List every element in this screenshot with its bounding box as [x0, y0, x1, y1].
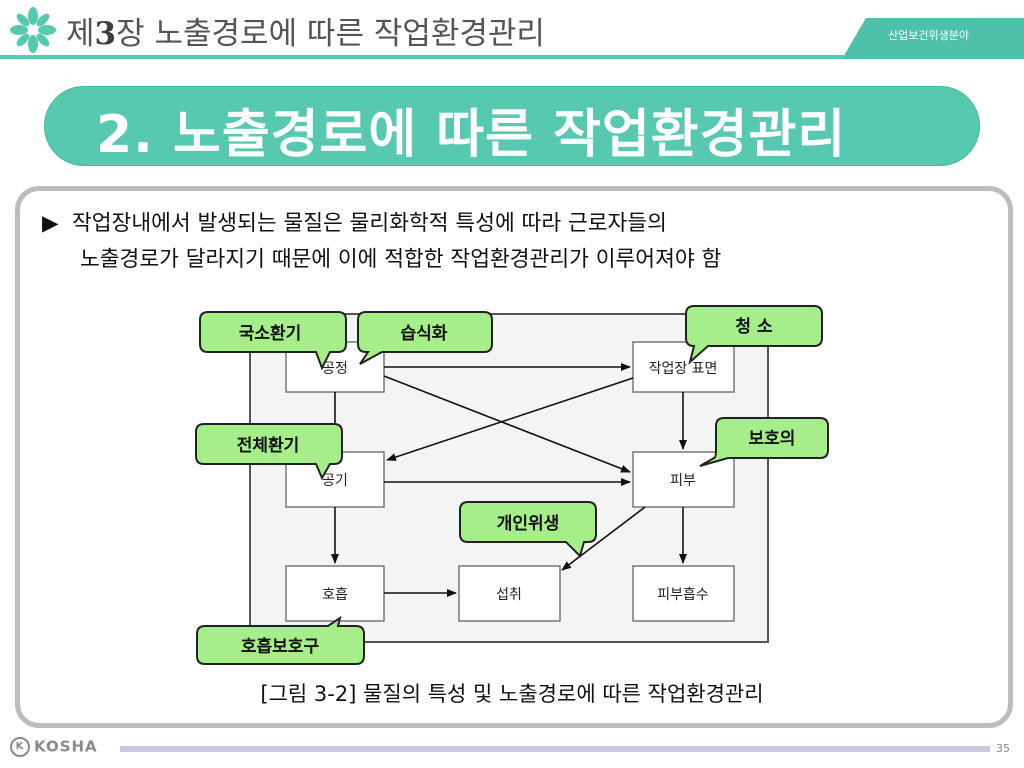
- chapter-title-prefix: 제: [66, 16, 95, 52]
- bullet-line-2: 노출경로가 달라지기 때문에 이에 적합한 작업환경관리가 이루어져야 함: [80, 247, 722, 272]
- callout-respirator: 호흡보호구: [196, 615, 365, 665]
- callout-personal-hygiene-label: 개인위생: [497, 514, 560, 534]
- callout-local-ventilation-label: 국소환기: [239, 324, 302, 344]
- kosha-circle-icon: K: [10, 737, 30, 757]
- field-tag: 산업보건위생분야: [888, 29, 969, 42]
- bullet-line-1-text: 작업장내에서 발생되는 물질은 물리화학적 특성에 따라 근로자들의: [72, 211, 667, 236]
- node-skin-absorption: 피부흡수: [632, 565, 735, 622]
- node-ingestion-label: 섭취: [496, 587, 522, 603]
- callout-protective-clothing: 보호의: [699, 417, 829, 467]
- callout-respirator-label: 호흡보호구: [241, 636, 320, 657]
- footer-bar: [120, 746, 990, 752]
- callout-wet-method-label: 습식화: [401, 324, 448, 344]
- callout-personal-hygiene: 개인위생: [459, 501, 597, 558]
- node-respiration-label: 호흡: [322, 587, 348, 603]
- callout-cleaning: 청 소: [685, 305, 823, 365]
- bullet-text: ▶ 작업장내에서 발생되는 물질은 물리화학적 특성에 따라 근로자들의 노출경로…: [42, 206, 992, 278]
- node-skin-absorption-label: 피부흡수: [657, 587, 709, 603]
- pinwheel-logo-icon: [10, 7, 56, 53]
- callout-general-ventilation: 전체환기: [195, 423, 343, 481]
- callout-general-ventilation-label: 전체환기: [237, 436, 300, 456]
- node-process-label: 공정: [322, 361, 348, 377]
- arrow-skin-to-ingestion: [561, 506, 646, 571]
- callout-protective-clothing-label: 보호의: [749, 429, 796, 449]
- header-band: [0, 18, 1024, 59]
- callout-cleaning-label: 청 소: [735, 316, 773, 337]
- section-title-pill: 2. 노출경로에 따른 작업환경관리: [44, 86, 980, 166]
- node-workplace-surface-label: 작업장 표면: [649, 361, 718, 377]
- slide-header: 제3장 노출경로에 따른 작업환경관리 산업보건위생분야: [0, 0, 1024, 60]
- arrow-process-to-skin: [383, 375, 631, 473]
- chapter-title: 제3장 노출경로에 따른 작업환경관리: [66, 8, 545, 53]
- node-workplace-surface: 작업장 표면: [632, 341, 735, 393]
- callout-local-ventilation: 국소환기: [199, 311, 347, 371]
- chapter-number: 3: [94, 16, 117, 52]
- figure-caption: [그림 3-2] 물질의 특성 및 노출경로에 따른 작업환경관리: [260, 682, 764, 706]
- page-number: 35: [996, 742, 1010, 755]
- arrow-surface-to-air: [386, 377, 634, 461]
- node-air-label: 공기: [322, 473, 348, 489]
- footer-logo-text: KOSHA: [34, 737, 98, 756]
- bullet-line-1: ▶ 작업장내에서 발생되는 물질은 물리화학적 특성에 따라 근로자들의: [42, 206, 992, 242]
- node-respiration: 호흡: [285, 565, 385, 622]
- callout-wet-method: 습식화: [357, 311, 493, 365]
- section-title: 2. 노출경로에 따른 작업환경관리: [96, 105, 847, 165]
- bullet-marker-icon: ▶: [42, 211, 59, 236]
- node-skin-label: 피부: [670, 473, 696, 489]
- node-ingestion: 섭취: [458, 565, 561, 622]
- chapter-title-suffix: 장 노출경로에 따른 작업환경관리: [116, 16, 545, 52]
